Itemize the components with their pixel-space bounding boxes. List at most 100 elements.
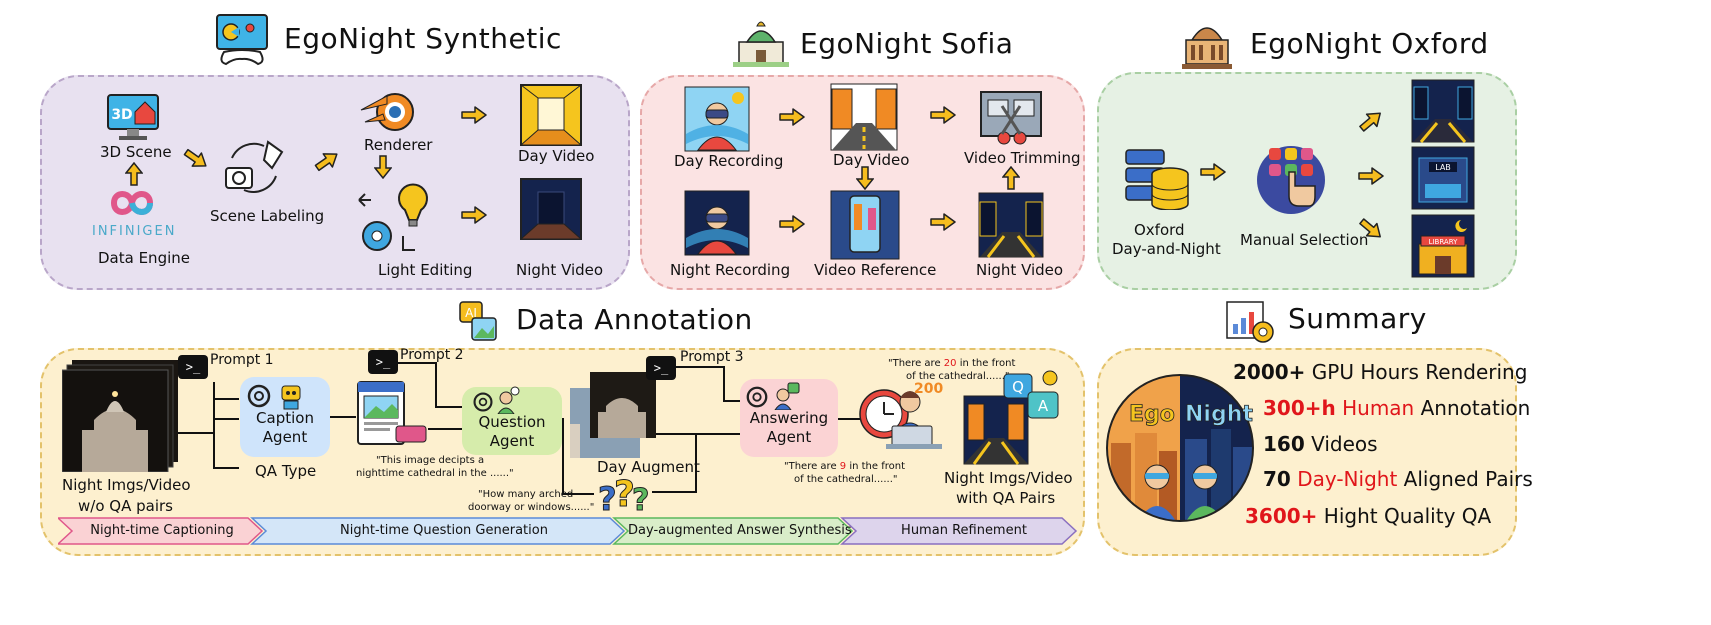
- oxford-title: EgoNight Oxford: [1250, 27, 1489, 60]
- connector: [178, 432, 214, 434]
- monitor-3d-icon: 3D: [107, 94, 159, 140]
- scene3d-label: 3D Scene: [100, 143, 172, 161]
- connector: [695, 433, 697, 493]
- refine-quote-part2: in the front: [956, 358, 1016, 369]
- lab-building-icon: LAB: [1411, 146, 1475, 210]
- aligned-pairs-text: Aligned Pairs: [1397, 467, 1533, 491]
- connector: [435, 362, 437, 408]
- arrow-icon: [461, 106, 487, 124]
- arrow-icon: [1358, 167, 1384, 185]
- terminal-icon: >_: [368, 350, 398, 374]
- stage-question-generation: Night-time Question Generation: [340, 523, 548, 538]
- connector: [676, 366, 724, 368]
- synthetic-night-video-label: Night Video: [516, 261, 604, 279]
- connector: [330, 416, 356, 418]
- connector: [562, 418, 564, 494]
- arrow-down-icon: [856, 166, 874, 190]
- scene-labeling-label: Scene Labeling: [210, 207, 325, 225]
- openai-icon: [247, 384, 271, 408]
- hand-select-icon: [1257, 146, 1325, 214]
- human-text: Human: [1335, 396, 1415, 420]
- night-recording-label: Night Recording: [670, 261, 791, 279]
- summary-line-qa: 3600+ Hight Quality QA: [1245, 504, 1491, 528]
- refine-quote-line1: "There are 20 in the front: [888, 357, 1015, 370]
- infinigen-logo-icon: [110, 191, 154, 215]
- arrow-up-icon: [125, 162, 143, 186]
- caption-agent-line1: Caption: [256, 409, 314, 427]
- gpu-hours-number: 2000+: [1233, 360, 1306, 384]
- svg-text:Night: Night: [1185, 402, 1253, 427]
- sofia-title: EgoNight Sofia: [800, 27, 1014, 60]
- qa-text: Hight Quality QA: [1317, 504, 1492, 528]
- arrow-icon: [779, 215, 805, 233]
- connector: [652, 491, 696, 493]
- pairs-number: 70: [1263, 467, 1291, 491]
- stage-human-refinement: Human Refinement: [901, 523, 1027, 538]
- night-road-icon: [1411, 79, 1475, 143]
- ego-night-circle-image: Ego Night: [1106, 374, 1254, 522]
- terminal-icon: >_: [178, 355, 208, 379]
- answer-person-icon: [774, 382, 800, 410]
- answering-agent-line1: Answering: [749, 409, 829, 427]
- day-street-icon: [830, 83, 898, 151]
- openai-icon: [473, 392, 493, 412]
- summary-line-videos: 160 Videos: [1263, 432, 1378, 456]
- connector: [398, 362, 436, 364]
- refine-quote-line2: of the cathedral......": [906, 371, 1010, 382]
- manual-selection-label: Manual Selection: [1240, 231, 1369, 249]
- question-quote-line1: "How many arched: [478, 489, 574, 500]
- question-agent-line2: Agent: [489, 432, 535, 450]
- video-reference-label: Video Reference: [814, 261, 937, 279]
- qa-type-label: QA Type: [255, 462, 317, 480]
- cathedral-icon: [733, 21, 789, 67]
- arrow-icon: [930, 106, 956, 124]
- connector: [213, 382, 215, 468]
- prompt2-label: Prompt 2: [400, 347, 464, 363]
- day-corridor-icon: [520, 84, 582, 146]
- day-cathedral-photo: [570, 372, 656, 458]
- answer-quote-line2: of the cathedral......": [794, 474, 898, 485]
- answering-agent-box: Answering Agent: [740, 379, 838, 457]
- sofia-night-video-label: Night Video: [976, 261, 1064, 279]
- svg-text:LIBRARY: LIBRARY: [1429, 238, 1459, 246]
- answer-quote-part1: "There are: [784, 461, 840, 472]
- refine-quote-number: 20: [943, 358, 957, 369]
- connector: [562, 493, 594, 495]
- svg-text:?: ?: [632, 483, 649, 516]
- day-augment-label: Day Augment: [597, 458, 700, 476]
- output-line1: Night Imgs/Video: [944, 469, 1073, 487]
- infinigen-logo-text: INFINIGEN: [92, 224, 177, 239]
- svg-text:?: ?: [614, 474, 635, 515]
- summary-line-aligned-pairs: 70 Day-Night Aligned Pairs: [1263, 467, 1533, 491]
- thinking-person-icon: [497, 386, 520, 414]
- question-agent-line1: Question: [478, 413, 546, 431]
- videos-text: Videos: [1304, 432, 1378, 456]
- summary-line-human-annotation: 300+h Human Annotation: [1263, 396, 1530, 420]
- light-editing-label: Light Editing: [378, 261, 473, 279]
- sofia-day-video-label: Day Video: [833, 151, 910, 169]
- arrow-icon: [930, 213, 956, 231]
- video-reference-icon: [830, 190, 900, 260]
- camera-labeling-icon: [225, 140, 284, 193]
- library-night-icon: LIBRARY: [1411, 214, 1475, 278]
- svg-text:3D: 3D: [111, 107, 132, 123]
- synthetic-title: EgoNight Synthetic: [284, 22, 562, 55]
- summary-title: Summary: [1288, 302, 1427, 335]
- connector: [213, 467, 239, 469]
- arrow-icon: [461, 206, 487, 224]
- gpu-hours-text: GPU Hours Rendering: [1305, 360, 1528, 384]
- input-line2: w/o QA pairs: [78, 497, 173, 515]
- connector: [213, 398, 239, 400]
- question-marks-icon: ? ? ?: [598, 474, 650, 516]
- arrow-up-icon: [1002, 166, 1020, 190]
- library-building-icon: [1182, 27, 1232, 69]
- data-engine-label: Data Engine: [98, 249, 190, 267]
- summary-line-gpu-hours: 2000+ GPU Hours Rendering: [1233, 360, 1527, 384]
- annotation-text: Annotation: [1414, 396, 1531, 420]
- caption-agent-line2: Agent: [262, 428, 308, 446]
- robot-icon: [281, 385, 301, 410]
- answer-quote-part2: in the front: [846, 461, 906, 472]
- refine-badge: 200: [914, 381, 944, 397]
- annotation-title: Data Annotation: [516, 303, 753, 336]
- connector: [723, 366, 725, 402]
